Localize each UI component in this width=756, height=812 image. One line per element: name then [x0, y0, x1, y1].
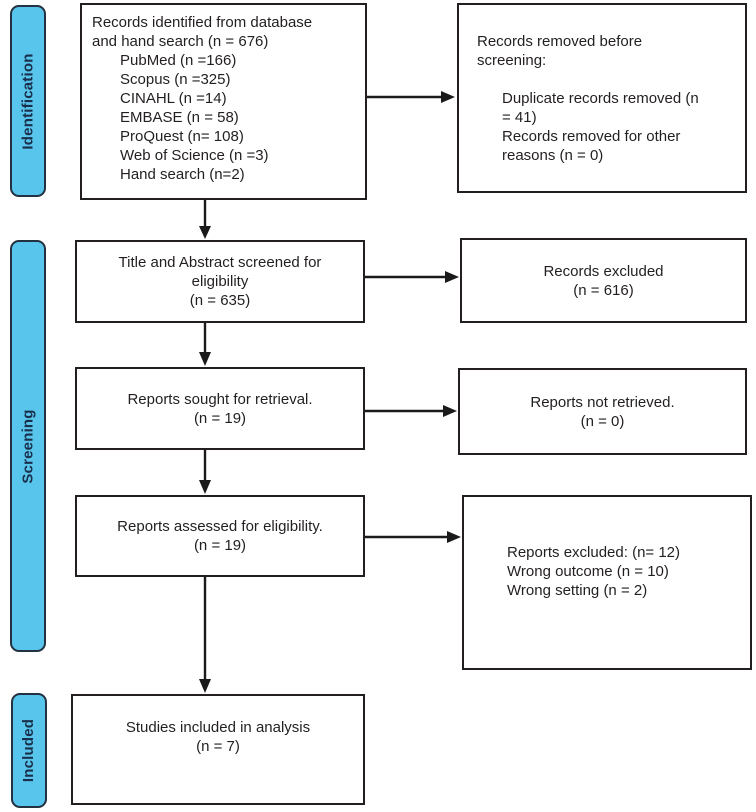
- stage-label-included: Included: [20, 718, 38, 783]
- arrow-screened-to-sought: [199, 323, 211, 366]
- reports-assessed-line1: Reports assessed for eligibility.: [117, 518, 323, 535]
- box-reports-assessed: Reports assessed for eligibility. (n = 1…: [75, 495, 365, 577]
- box-records-removed: Records removed before screening: Duplic…: [457, 3, 747, 193]
- source-hand-search: Hand search (n=2): [120, 166, 245, 183]
- box-studies-included: Studies included in analysis (n = 7): [71, 694, 365, 805]
- arrow-assessed-to-included: [199, 577, 211, 693]
- stage-bar-identification: Identification: [10, 5, 46, 197]
- reports-sought-count: (n = 19): [193, 409, 247, 427]
- box-records-excluded: Records excluded (n = 616): [460, 238, 747, 323]
- reports-assessed-count: (n = 19): [193, 537, 247, 554]
- records-identified-headline: Records identified from database and han…: [92, 14, 313, 50]
- removed-duplicates: Duplicate records removed (n = 41): [502, 90, 699, 126]
- source-proquest: ProQuest (n= 108): [120, 128, 244, 145]
- box-reports-sought: Reports sought for retrieval. (n = 19): [75, 367, 365, 450]
- reports-excluded-total: Reports excluded: (n= 12): [507, 544, 681, 561]
- studies-included-count: (n = 7): [196, 738, 240, 755]
- arrow-sought-to-assessed: [199, 450, 211, 494]
- source-web-of-science: Web of Science (n =3): [120, 147, 269, 164]
- arrow-identified-to-removed: [367, 91, 455, 103]
- reports-excluded-wrong-outcome: Wrong outcome (n = 10): [507, 563, 669, 580]
- records-excluded-count: (n = 616): [573, 281, 634, 299]
- source-cinahl: CINAHL (n =14): [120, 90, 227, 107]
- reports-not-retrieved-line1: Reports not retrieved.: [530, 393, 675, 411]
- source-embase: EMBASE (n = 58): [120, 109, 239, 126]
- stage-label-identification: Identification: [19, 52, 37, 150]
- arrow-assessed-to-reports-excluded: [365, 531, 461, 543]
- box-reports-excluded: Reports excluded: (n= 12) Wrong outcome …: [462, 495, 752, 670]
- arrow-screened-to-excluded: [365, 271, 459, 283]
- box-title-abstract-screened: Title and Abstract screened for eligibil…: [75, 240, 365, 323]
- stage-label-screening: Screening: [19, 408, 37, 484]
- screened-line1: Title and Abstract screened for eligibil…: [118, 254, 322, 290]
- reports-sought-line1: Reports sought for retrieval.: [127, 390, 313, 408]
- stage-bar-included: Included: [11, 693, 47, 808]
- studies-included-line1: Studies included in analysis: [125, 719, 311, 736]
- arrow-sought-to-not-retrieved: [365, 405, 457, 417]
- screened-count: (n = 635): [189, 292, 251, 309]
- source-pubmed: PubMed (n =166): [120, 52, 237, 69]
- arrow-identified-to-screened: [199, 200, 211, 239]
- stage-bar-screening: Screening: [10, 240, 46, 652]
- box-records-identified: Records identified from database and han…: [80, 3, 367, 200]
- reports-not-retrieved-count: (n = 0): [580, 412, 625, 430]
- removed-other-reasons: Records removed for other reasons (n = 0…: [502, 128, 681, 164]
- records-removed-headline: Records removed before screening:: [477, 33, 643, 69]
- source-scopus: Scopus (n =325): [120, 71, 231, 88]
- reports-excluded-wrong-setting: Wrong setting (n = 2): [507, 582, 648, 599]
- records-excluded-line1: Records excluded: [543, 262, 664, 280]
- box-reports-not-retrieved: Reports not retrieved. (n = 0): [458, 368, 747, 455]
